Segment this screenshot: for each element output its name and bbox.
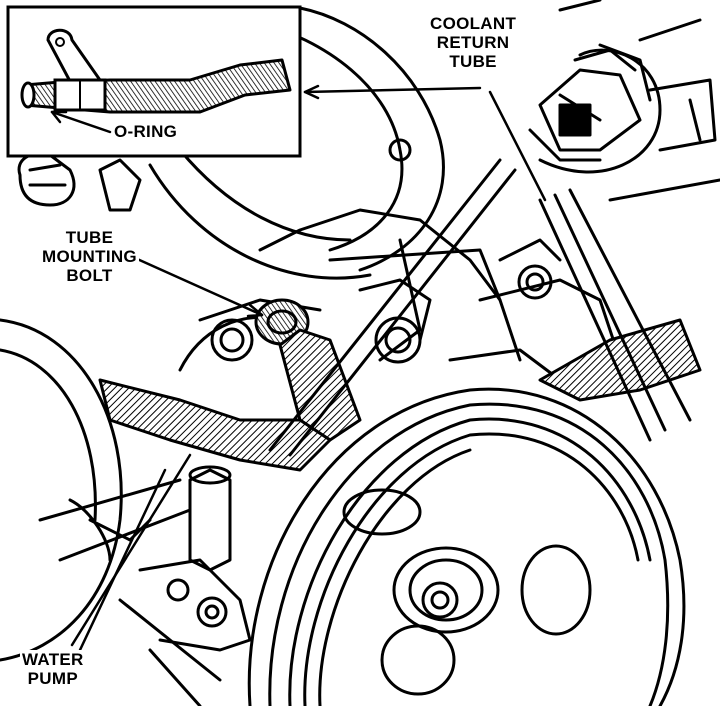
coolant-return-tube-label: COOLANT RETURN TUBE [428, 14, 519, 71]
water-pump-label: WATER PUMP [20, 650, 86, 688]
sensor-connector [528, 43, 652, 162]
right-upper-housing [538, 0, 720, 202]
water-pump-leader [70, 453, 192, 652]
o-ring-detail-inset [6, 5, 302, 158]
o-ring-leader [50, 110, 112, 134]
water-pump-pulley [247, 387, 686, 706]
bracket-bolt-left [210, 318, 254, 362]
bracket-bolt-right [517, 264, 553, 300]
drive-belt [268, 158, 692, 457]
tube-mounting-bolt-label: TUBE MOUNTING BOLT [40, 228, 139, 285]
tube-mounting-bolt-leader [133, 256, 264, 318]
coolant-return-tube [98, 318, 702, 472]
tube-end-fitting [17, 152, 142, 212]
upper-pulley [148, 6, 445, 280]
o-ring-label: O-RING [112, 122, 180, 141]
coolant-return-tube-leader [303, 84, 547, 202]
water-pump-housing [118, 465, 252, 706]
